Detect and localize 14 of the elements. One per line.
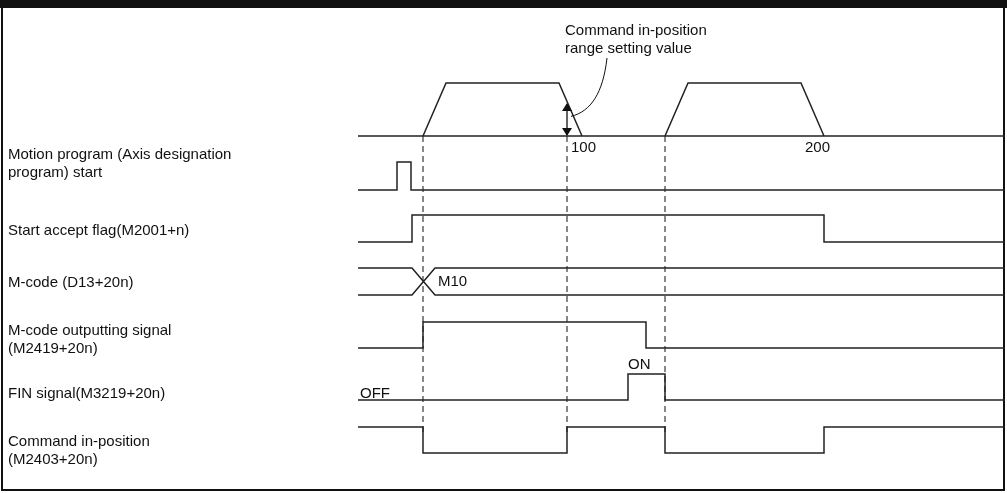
bus-value: M10	[438, 272, 469, 290]
range-arrow	[562, 103, 572, 136]
axis-value: 200	[805, 138, 832, 156]
signal-name: Command in-position (M2403+20n)	[8, 432, 151, 468]
signal-name: M-code outputting signal (M2419+20n)	[8, 321, 173, 357]
signal-name: M-code (D13+20n)	[8, 273, 135, 291]
callout-text: Command in-position range setting value	[565, 21, 735, 57]
signal-name: FIN signal(M3219+20n)	[8, 384, 167, 402]
signal-name: Motion program (Axis designation program) start	[8, 145, 233, 181]
state-label: OFF	[360, 384, 391, 402]
signal-name: Start accept flag(M2001+n)	[8, 221, 191, 239]
axis-value: 100	[571, 138, 598, 156]
state-label: ON	[628, 355, 652, 373]
leader-line	[570, 57, 608, 117]
